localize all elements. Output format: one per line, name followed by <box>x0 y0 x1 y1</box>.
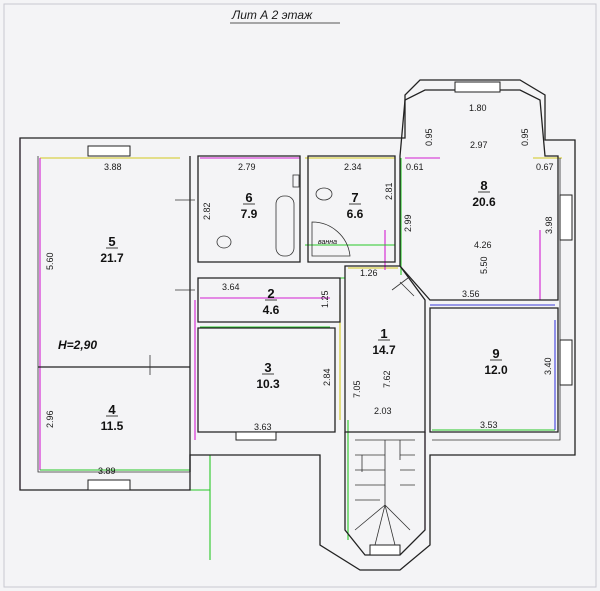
room-4-number: 4 <box>108 402 116 417</box>
dimensions: 3.88 5.60 2.96 3.89 2.79 2.82 2.34 2.81 … <box>45 103 554 476</box>
dim-2-81: 2.81 <box>384 182 394 200</box>
dim-2-97: 2.97 <box>470 140 488 150</box>
walls <box>19 79 576 571</box>
dim-2-96: 2.96 <box>45 410 55 428</box>
sheet-border <box>3 3 597 588</box>
dim-5-50: 5.50 <box>479 256 489 274</box>
dim-0-95-right: 0.95 <box>520 128 530 146</box>
dim-3-64: 3.64 <box>222 282 240 292</box>
dim-3-53: 3.53 <box>480 420 498 430</box>
dim-2-79: 2.79 <box>238 162 256 172</box>
dim-2-34: 2.34 <box>344 162 362 172</box>
bath-label: ванна <box>318 239 337 246</box>
dim-5-60: 5.60 <box>45 252 55 270</box>
dim-0-61: 0.61 <box>406 162 424 172</box>
windows <box>87 81 573 556</box>
dim-2-99: 2.99 <box>403 214 413 232</box>
room-3-number: 3 <box>264 360 271 375</box>
dim-2-03: 2.03 <box>374 406 392 416</box>
staircase <box>354 439 415 546</box>
dim-1-80: 1.80 <box>469 103 487 113</box>
room-3-area: 10.3 <box>256 377 280 391</box>
room-6-number: 6 <box>245 190 252 205</box>
room-9-number: 9 <box>492 346 499 361</box>
dim-2-84: 2.84 <box>322 368 332 386</box>
room-7-area: 6.6 <box>347 207 364 221</box>
bath-fixtures <box>216 174 351 257</box>
dim-3-89: 3.89 <box>98 466 116 476</box>
dim-1-25: 1.25 <box>320 290 330 308</box>
dim-0-95-left: 0.95 <box>424 128 434 146</box>
doors <box>149 199 415 375</box>
room-5-area: 21.7 <box>100 251 124 265</box>
dim-3-88: 3.88 <box>104 162 122 172</box>
dim-7-05: 7.05 <box>352 380 362 398</box>
dim-7-62: 7.62 <box>382 370 392 388</box>
room-4-area: 11.5 <box>101 419 124 433</box>
plan-title: Лит А 2 этаж <box>231 8 313 22</box>
room-6-area: 7.9 <box>241 207 258 221</box>
dim-3-56: 3.56 <box>462 289 480 299</box>
room-8-number: 8 <box>480 178 487 193</box>
dim-0-67: 0.67 <box>536 162 554 172</box>
dim-3-40: 3.40 <box>543 357 553 375</box>
room-7-number: 7 <box>351 190 358 205</box>
dim-3-98: 3.98 <box>544 216 554 234</box>
room-2-number: 2 <box>267 286 274 301</box>
dim-1-26: 1.26 <box>360 268 378 278</box>
room-5-number: 5 <box>108 234 115 249</box>
room-8-area: 20.6 <box>472 195 496 209</box>
ceiling-height-label: H=2,90 <box>58 338 97 352</box>
room-1-area: 14.7 <box>372 343 396 357</box>
dim-4-26: 4.26 <box>474 240 492 250</box>
room-labels: 5 21.7 4 11.5 6 7.9 7 6.6 2 4.6 3 10.3 1… <box>100 178 508 433</box>
dim-3-63: 3.63 <box>254 422 272 432</box>
room-1-number: 1 <box>380 326 387 341</box>
dim-2-82: 2.82 <box>202 202 212 220</box>
room-2-area: 4.6 <box>263 303 280 317</box>
room-9-area: 12.0 <box>484 363 508 377</box>
